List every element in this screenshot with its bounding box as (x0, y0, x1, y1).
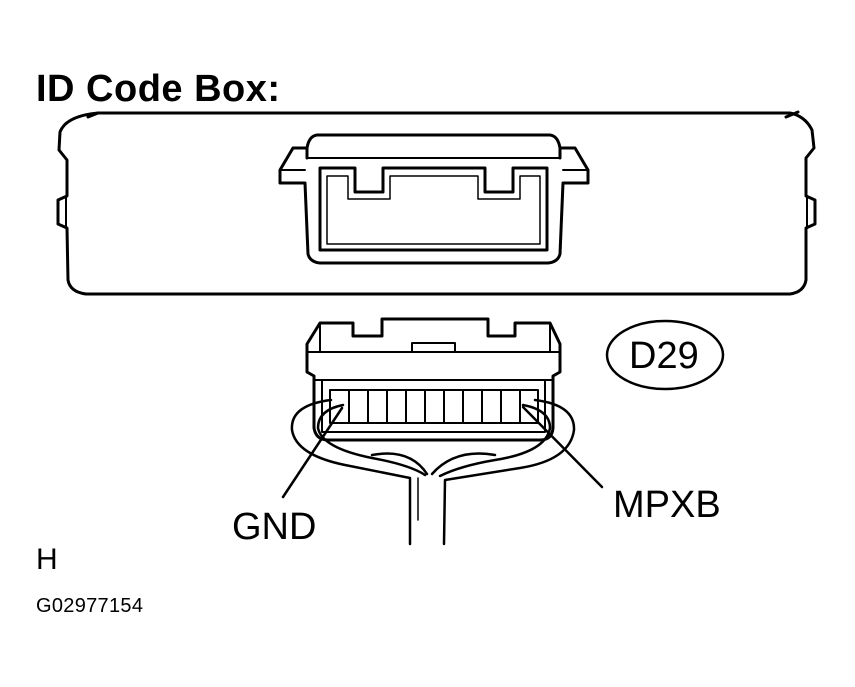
terminal-label-mpxb: MPXB (613, 484, 721, 526)
gnd-leader-line (281, 406, 344, 499)
view-marker: H (36, 543, 58, 576)
diagram-title: ID Code Box: (36, 68, 281, 110)
box-connector-socket (278, 133, 590, 265)
wire-harness (290, 398, 576, 546)
figure-id: G02977154 (36, 595, 144, 617)
connector-id-oval (605, 319, 725, 391)
harness-connector (305, 317, 562, 442)
id-code-box-body (56, 110, 817, 296)
mpxb-leader-line (521, 405, 604, 489)
connector-id-label: D29 (629, 335, 699, 377)
terminal-label-gnd: GND (232, 506, 317, 548)
